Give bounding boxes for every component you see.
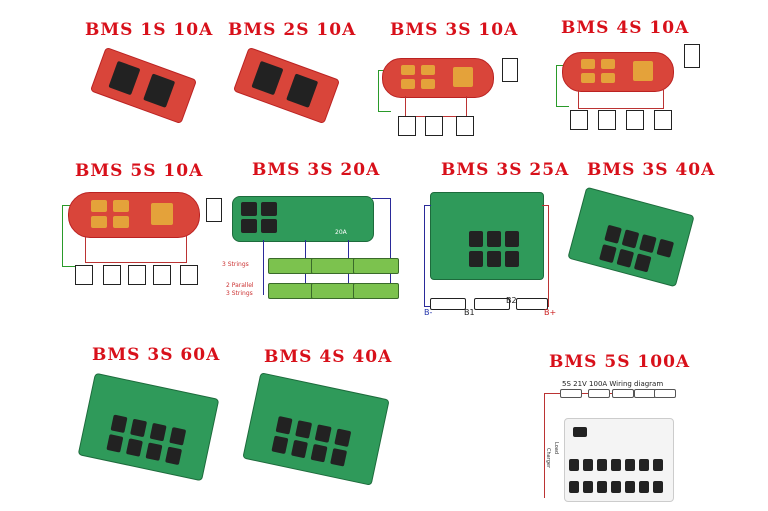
load-terminal bbox=[684, 44, 700, 68]
product-title-4s-10a: BMS 4S 10A bbox=[561, 18, 690, 38]
battery bbox=[353, 258, 399, 274]
wire bbox=[542, 205, 549, 307]
product-title-4s-40a: BMS 4S 40A bbox=[264, 347, 393, 367]
mosfet-chip bbox=[286, 73, 319, 108]
board-3s-10a bbox=[382, 58, 494, 98]
board-4s-40a bbox=[242, 372, 390, 486]
battery bbox=[560, 389, 582, 398]
battery bbox=[516, 298, 548, 310]
label-3-strings: 3 Strings bbox=[222, 261, 249, 268]
battery-cell bbox=[626, 110, 644, 130]
wire bbox=[544, 393, 546, 498]
mosfet-chip bbox=[251, 60, 284, 96]
board-5s-100a bbox=[564, 418, 674, 502]
wire bbox=[85, 236, 187, 263]
product-title-3s-40a: BMS 3S 40A bbox=[587, 160, 716, 180]
wire bbox=[372, 198, 391, 296]
board-3s-60a bbox=[77, 372, 220, 482]
battery-cell bbox=[654, 110, 672, 130]
battery-cell bbox=[128, 265, 146, 285]
load-terminal bbox=[502, 58, 518, 82]
board-mark: 20A bbox=[335, 229, 347, 236]
wire bbox=[263, 240, 265, 295]
battery bbox=[474, 298, 510, 310]
product-title-3s-20a: BMS 3S 20A bbox=[252, 160, 381, 180]
battery-cell bbox=[598, 110, 616, 130]
product-title-1s-10a: BMS 1S 10A bbox=[85, 20, 214, 40]
battery bbox=[588, 389, 610, 398]
battery bbox=[612, 389, 634, 398]
load-terminal bbox=[206, 198, 222, 222]
battery-cell bbox=[153, 265, 171, 285]
label-load: Load bbox=[553, 442, 559, 454]
battery bbox=[268, 283, 314, 299]
wire bbox=[578, 90, 664, 109]
board-1s-10a bbox=[89, 46, 198, 125]
board-3s-20a: 20A bbox=[232, 196, 374, 242]
battery-cell bbox=[180, 265, 198, 285]
battery-cell bbox=[425, 116, 443, 136]
product-title-5s-100a: BMS 5S 100A bbox=[549, 352, 691, 372]
mosfet-chip bbox=[108, 60, 141, 96]
product-title-3s-25a: BMS 3S 25A bbox=[441, 160, 570, 180]
battery-cell bbox=[570, 110, 588, 130]
board-2s-10a bbox=[232, 46, 341, 125]
wiring-diagram-heading: 5S 21V 100A Wiring diagram bbox=[562, 380, 664, 388]
battery bbox=[430, 298, 466, 310]
board-3s-25a bbox=[430, 192, 544, 280]
label-3-strings-2: 3 Strings bbox=[226, 290, 253, 297]
product-title-2s-10a: BMS 2S 10A bbox=[228, 20, 357, 40]
battery-cell bbox=[398, 116, 416, 136]
product-title-3s-10a: BMS 3S 10A bbox=[390, 20, 519, 40]
board-3s-40a bbox=[567, 186, 695, 288]
battery bbox=[634, 389, 656, 398]
label-b2: B2 bbox=[506, 296, 517, 305]
board-4s-10a bbox=[562, 52, 674, 92]
battery bbox=[311, 258, 357, 274]
label-b1: B1 bbox=[464, 308, 475, 317]
label-charger: Charger bbox=[545, 448, 551, 468]
label-b-minus: B- bbox=[424, 308, 433, 317]
label-2-parallel: 2 Parallel bbox=[226, 282, 254, 289]
wire bbox=[424, 205, 431, 307]
product-title-5s-10a: BMS 5S 10A bbox=[75, 161, 204, 181]
battery bbox=[353, 283, 399, 299]
battery bbox=[654, 389, 676, 398]
label-b-plus: B+ bbox=[544, 308, 557, 317]
battery-cell bbox=[75, 265, 93, 285]
battery-cell bbox=[103, 265, 121, 285]
battery-cell bbox=[456, 116, 474, 136]
board-5s-10a bbox=[68, 192, 200, 238]
mosfet-chip bbox=[143, 73, 176, 108]
battery bbox=[311, 283, 357, 299]
wire bbox=[405, 96, 467, 117]
battery bbox=[268, 258, 314, 274]
product-title-3s-60a: BMS 3S 60A bbox=[92, 345, 221, 365]
